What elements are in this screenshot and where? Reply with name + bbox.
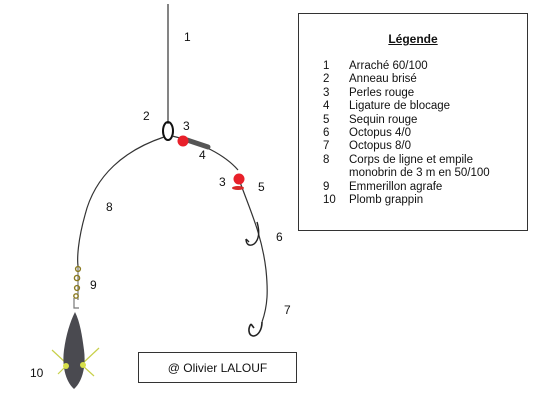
legend-item: 7 Octopus 8/0 — [323, 140, 490, 153]
legend-item-number: 5 — [323, 113, 330, 126]
label-10: 10 — [30, 366, 44, 380]
label-6: 6 — [276, 230, 283, 244]
legend-item: 4 Ligature de blocage — [323, 100, 490, 113]
legend-item-text: Corps de ligne et empile — [349, 153, 474, 166]
legend-item-text: monobrin de 3 m en 50/100 — [349, 167, 490, 180]
red-bead-1 — [177, 135, 189, 147]
legend-item-text: Sequin rouge — [349, 113, 418, 126]
main-line — [77, 136, 165, 267]
legend-item-number: 8 — [323, 153, 330, 166]
grapnel-sinker — [63, 312, 85, 389]
legend-item-text: Plomb grappin — [349, 194, 424, 207]
legend-item: 8 Corps de ligne et empile — [323, 154, 490, 167]
legend-item: 3 Perles rouge — [323, 87, 490, 100]
legend-item-text: Perles rouge — [349, 86, 415, 99]
credit-text: @ Olivier LALOUF — [167, 360, 268, 375]
legend-item-number: 6 — [323, 127, 330, 140]
legend-item: 10 Plomb grappin — [323, 194, 490, 207]
legend-item-text: Octopus 4/0 — [349, 127, 412, 140]
legend-list: 1 Arraché 60/100 2 Anneau brisé 3 Perles ro… — [323, 60, 490, 207]
red-sequin — [232, 186, 244, 190]
legend-item-number — [323, 167, 349, 180]
legend-item-number: 1 — [323, 60, 330, 72]
label-2: 2 — [143, 109, 150, 123]
legend-item: 1 Arraché 60/100 — [323, 60, 490, 73]
label-7: 7 — [284, 303, 291, 317]
legend-item: 6 Octopus 4/0 — [323, 127, 490, 140]
legend-item-number: 10 — [323, 194, 336, 207]
legend-item: 2 Anneau brisé — [323, 73, 490, 86]
legend-item: monobrin de 3 m en 50/100 — [323, 167, 490, 180]
legend-item-number: 9 — [323, 180, 330, 193]
label-5: 5 — [258, 180, 265, 194]
legend-item-number: 2 — [323, 73, 330, 86]
legend-item-text: Anneau brisé — [349, 73, 417, 86]
label-1: 1 — [184, 30, 191, 44]
legend-item-text: Arraché 60/100 — [349, 60, 428, 72]
credit-box: @ Olivier LALOUF — [138, 352, 297, 383]
hook-octopus-4-0 — [245, 221, 260, 246]
label-9: 9 — [90, 278, 97, 292]
legend-item: 9 Emmerillon agrafe — [323, 181, 490, 194]
legend-title: Légende — [388, 32, 438, 46]
snood-lower-line — [239, 181, 268, 323]
snap-swivel — [73, 265, 82, 309]
legend-item-number: 3 — [323, 86, 330, 99]
label-3-upper: 3 — [183, 119, 190, 133]
hook-octopus-8-0 — [248, 321, 263, 337]
legend-item-number: 7 — [323, 140, 330, 153]
red-bead-2 — [233, 173, 245, 185]
grapnel-knob-left — [63, 363, 69, 369]
stop-ligature — [184, 137, 211, 150]
legend-item-text: Emmerillon agrafe — [349, 180, 443, 193]
legend-item-text: Ligature de blocage — [349, 100, 451, 113]
label-4: 4 — [199, 148, 206, 162]
split-ring — [162, 121, 174, 141]
legend-item-number: 4 — [323, 100, 330, 113]
label-3-lower: 3 — [219, 175, 226, 189]
legend-item: 5 Sequin rouge — [323, 114, 490, 127]
legend-item-text: Octopus 8/0 — [349, 140, 412, 153]
label-8: 8 — [106, 200, 113, 214]
grapnel-knob-right — [80, 362, 86, 368]
